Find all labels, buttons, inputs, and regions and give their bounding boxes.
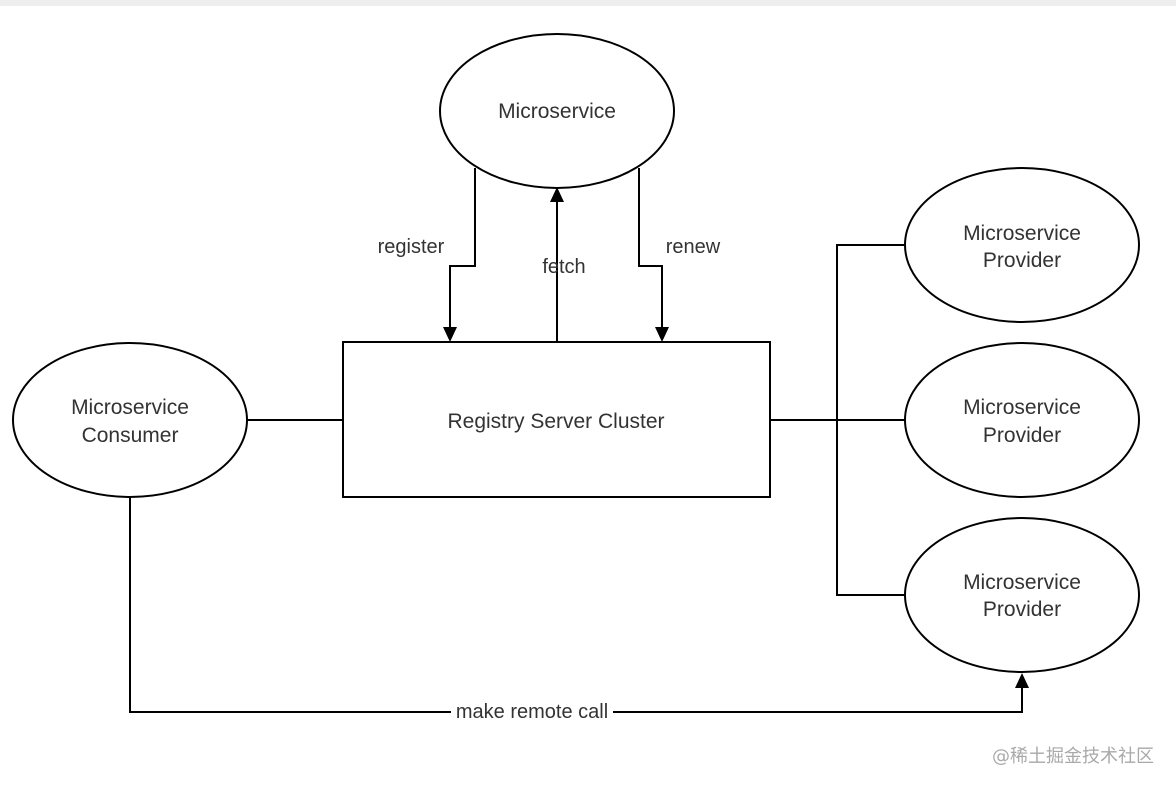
- register-label: register: [378, 236, 445, 258]
- register-arrowhead: [443, 327, 457, 342]
- node-provider-1: Microservice Provider: [904, 167, 1140, 323]
- remote-call-label-bg: [451, 700, 613, 722]
- renew-arrowhead: [655, 327, 669, 342]
- top-microservice-ellipse: [439, 33, 675, 189]
- node-provider-2: Microservice Provider: [904, 342, 1140, 498]
- consumer-label-line-2: Consumer: [82, 424, 179, 447]
- provider-2-label-line-2: Provider: [983, 424, 1061, 447]
- node-top-microservice: Microservice: [439, 33, 675, 189]
- provider-3-label-line-2: Provider: [983, 598, 1061, 621]
- consumer-ellipse: [12, 342, 248, 498]
- node-provider-3: Microservice Provider: [904, 517, 1140, 673]
- renew-label: renew: [666, 236, 721, 258]
- registry-box: [342, 341, 771, 498]
- provider-2-ellipse: [904, 342, 1140, 498]
- provider-1-ellipse: [904, 167, 1140, 323]
- provider-3-label-line-1: Microservice: [963, 571, 1081, 594]
- node-consumer: Microservice Consumer: [12, 342, 248, 498]
- fetch-label: fetch: [542, 256, 585, 278]
- provider-3-ellipse: [904, 517, 1140, 673]
- top-border-strip: [0, 0, 1176, 6]
- fetch-arrowhead: [550, 187, 564, 202]
- remote-call-connector: [129, 497, 1023, 713]
- remote-call-label: make remote call: [456, 701, 608, 723]
- provider-bus-connector: [836, 244, 906, 596]
- provider-1-label-line-1: Microservice: [963, 222, 1081, 245]
- provider-2-label-line-1: Microservice: [963, 396, 1081, 419]
- register-connector: [449, 168, 476, 328]
- top-microservice-label: Microservice: [498, 100, 616, 123]
- renew-connector: [638, 168, 663, 328]
- remote-call-arrowhead: [1015, 673, 1029, 688]
- registry-label: Registry Server Cluster: [447, 410, 664, 433]
- watermark: @稀土掘金技术社区: [992, 746, 1154, 767]
- consumer-label-line-1: Microservice: [71, 396, 189, 419]
- node-registry: Registry Server Cluster: [342, 341, 771, 498]
- provider-1-label-line-2: Provider: [983, 249, 1061, 272]
